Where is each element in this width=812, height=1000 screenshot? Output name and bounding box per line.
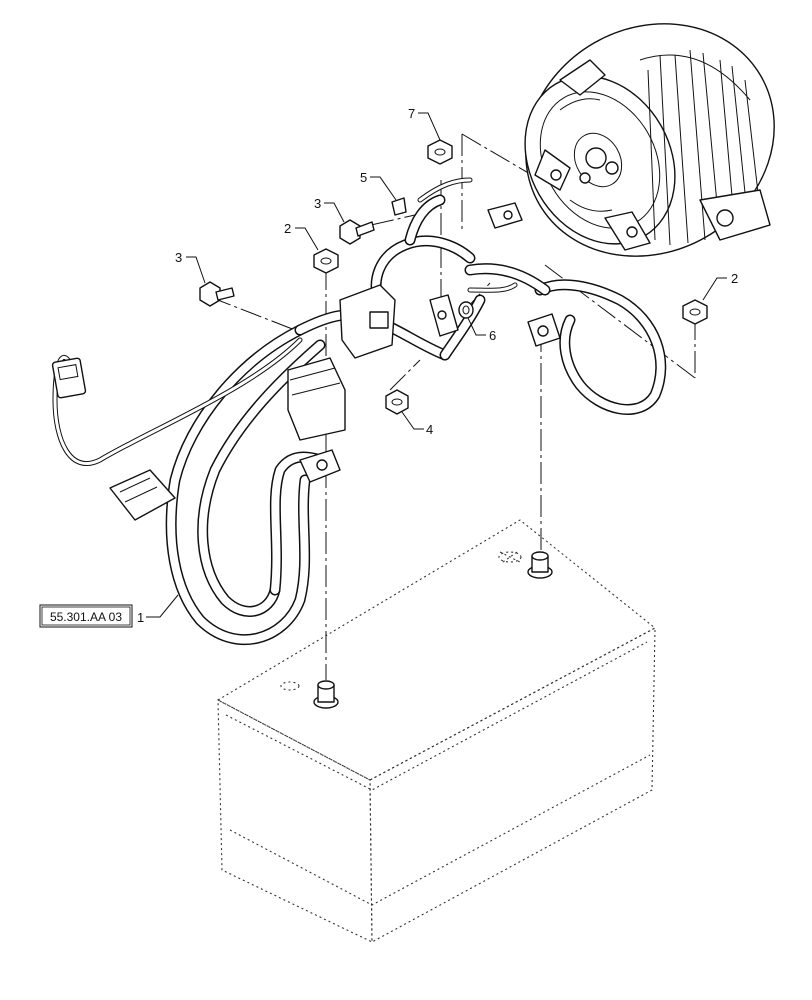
callout-leaders bbox=[146, 112, 727, 618]
callout-1: 1 bbox=[137, 610, 144, 625]
fuse-block bbox=[287, 357, 346, 441]
reference-label: 55.301.AA 03 bbox=[50, 610, 122, 624]
nut-item-4 bbox=[385, 389, 409, 415]
battery-terminal-negative bbox=[313, 680, 339, 709]
battery-terminal-positive bbox=[527, 551, 553, 579]
reference-box: 55.301.AA 03 bbox=[39, 604, 133, 628]
bolt-item-3-upper bbox=[339, 219, 375, 245]
clip-item-5 bbox=[391, 197, 407, 216]
callout-3: 3 bbox=[175, 250, 182, 265]
bolt-item-3-left bbox=[199, 281, 235, 307]
nut-item-6 bbox=[458, 301, 474, 319]
relay-housing bbox=[339, 284, 396, 359]
connector-harness-plug bbox=[109, 469, 176, 521]
battery-phantom bbox=[216, 519, 656, 943]
nut-item-2-left bbox=[313, 248, 339, 274]
callout-4: 4 bbox=[426, 422, 433, 437]
callout-2: 2 bbox=[731, 271, 738, 286]
nut-item-7 bbox=[427, 139, 453, 165]
alternator bbox=[524, 23, 775, 257]
callout-7: 7 bbox=[408, 106, 415, 121]
callout-2: 2 bbox=[284, 221, 291, 236]
ring-terminal-lug bbox=[429, 294, 459, 337]
ring-terminal-alternator bbox=[487, 202, 523, 229]
callout-3: 3 bbox=[314, 196, 321, 211]
wiring-harness bbox=[52, 177, 667, 646]
ring-terminal-right bbox=[527, 313, 561, 347]
callout-6: 6 bbox=[489, 328, 496, 343]
nut-item-2-right bbox=[682, 299, 708, 325]
ring-terminal-battery bbox=[299, 449, 341, 483]
callout-5: 5 bbox=[360, 170, 367, 185]
connector-sensor-plug bbox=[51, 357, 87, 399]
